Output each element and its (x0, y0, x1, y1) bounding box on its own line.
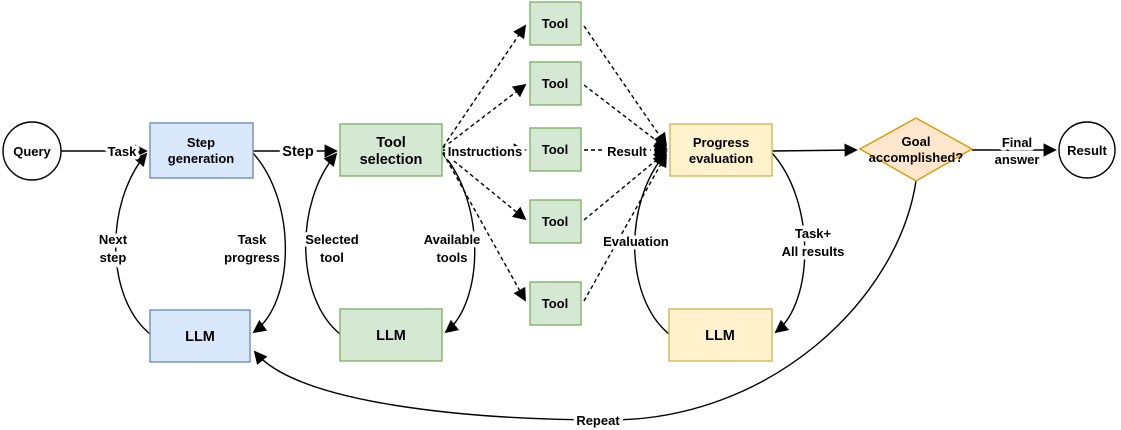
result-arrow-2 (583, 84, 668, 150)
tool-node-1 (529, 1, 582, 46)
instructions-arrow-5 (442, 152, 526, 302)
llm-step-node (149, 309, 251, 363)
repeat-arrow (253, 180, 917, 421)
step-generation-label-line2: generation (168, 151, 235, 166)
tool-label-1: Tool (542, 16, 568, 31)
llm-step-label: LLM (185, 329, 215, 345)
progress-evaluation-label-line2: evaluation (689, 151, 753, 166)
llm-eval-label: LLM (705, 328, 735, 344)
final-answer-edge-label-line2: answer (995, 152, 1040, 167)
task-all-results-arrow (771, 152, 806, 334)
next-step-edge-label-line1: Next (99, 232, 128, 247)
selected-tool-edge-label-line1: Selected (305, 232, 359, 247)
available-tools-arrow (441, 152, 476, 334)
task-progress-arrow (252, 152, 286, 334)
instructions-edge-label: Instructions (448, 144, 522, 159)
llm-tool-node (339, 308, 443, 362)
tool-label-2: Tool (542, 76, 568, 91)
progress-evaluation-node (669, 123, 773, 177)
tool-label-4: Tool (542, 214, 568, 229)
task-edge-label: Task (108, 144, 137, 159)
result-node (1058, 121, 1116, 179)
tool-selection-node (339, 123, 443, 177)
available-tools-edge-label-line2: tools (436, 250, 467, 265)
next-step-arrow (115, 152, 151, 335)
goal-label-line2: accomplished? (869, 150, 964, 165)
step-generation-node (149, 122, 254, 179)
next-step-edge-label-line2: step (100, 250, 127, 265)
step-generation-label-line1: Step (187, 135, 215, 150)
llm-eval-node (668, 308, 773, 362)
available-tools-edge-label-line1: Available (424, 232, 481, 247)
tool-selection-label-line1: Tool (376, 135, 406, 151)
evaluation-arrow (634, 152, 670, 335)
evaluation-edge-label: Evaluation (603, 234, 669, 249)
task-progress-edge-label-line2: progress (224, 250, 280, 265)
selected-tool-arrow (305, 152, 341, 335)
repeat-edge-label: Repeat (576, 413, 620, 428)
result-arrow-1 (583, 25, 668, 147)
result-arrow-5 (583, 153, 667, 302)
task-all-results-edge-label-line1: Task+ (795, 226, 832, 241)
instructions-arrow-4 (442, 151, 527, 221)
tool-label-5: Tool (542, 296, 568, 311)
llm-tool-label: LLM (376, 328, 406, 344)
selected-tool-edge-label-line2: tool (320, 250, 344, 265)
instructions-arrow-1 (442, 24, 527, 148)
progress-evaluation-label-line1: Progress (693, 135, 749, 150)
query-label: Query (13, 144, 51, 159)
goal-label-line1: Goal (902, 134, 931, 149)
tool-selection-label-line2: selection (360, 152, 423, 168)
tool-node-4 (529, 199, 582, 244)
result-arrow-4 (583, 150, 668, 221)
tool-label-3: Tool (542, 142, 568, 157)
result-label: Result (1067, 143, 1107, 158)
final-answer-edge-label-line1: Final (1002, 135, 1032, 150)
progeval-to-goal-arrow (771, 143, 858, 157)
task-progress-edge-label-line1: Task (238, 232, 267, 247)
tool-node-2 (529, 61, 582, 106)
instructions-arrow-2 (442, 83, 527, 149)
tool-node-3 (529, 127, 582, 172)
query-node (2, 121, 62, 181)
tool-node-5 (529, 281, 582, 326)
goal-accomplished-node (858, 117, 974, 182)
result-edge-label: Result (607, 144, 647, 159)
task-all-results-edge-label-line2: All results (782, 244, 845, 259)
step-edge-label: Step (282, 144, 314, 160)
